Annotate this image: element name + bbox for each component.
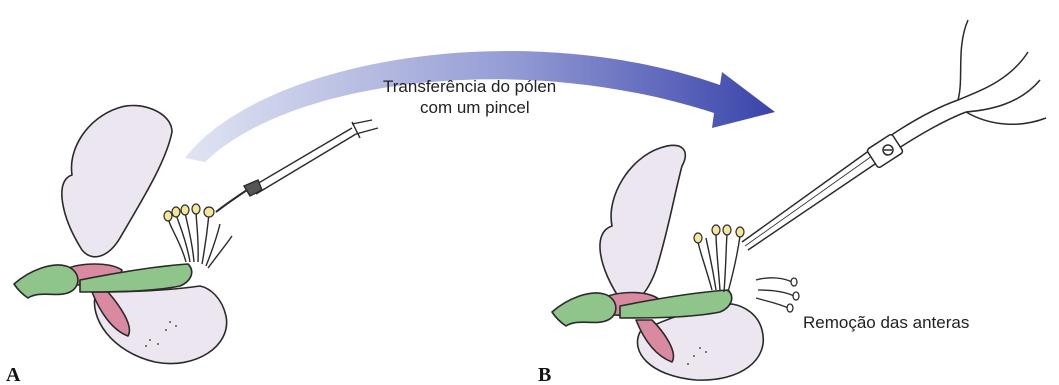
forceps — [742, 20, 1046, 250]
anthers-a — [164, 204, 214, 221]
removed-anthers — [756, 278, 799, 312]
transfer-label-line2: com um pincel — [420, 98, 530, 117]
flower-b — [552, 145, 763, 380]
standard-petal-a — [62, 105, 172, 256]
sepals-b — [552, 293, 616, 326]
sepals-a — [14, 265, 78, 298]
transfer-label-line1: Transferência do pólen — [383, 77, 556, 96]
removal-label: Remoção das anteras — [803, 313, 969, 332]
standard-petal-b — [600, 145, 685, 304]
panel-letter-b: B — [538, 364, 551, 385]
panel-letter-a: A — [6, 364, 21, 385]
anthers-b — [694, 225, 744, 243]
